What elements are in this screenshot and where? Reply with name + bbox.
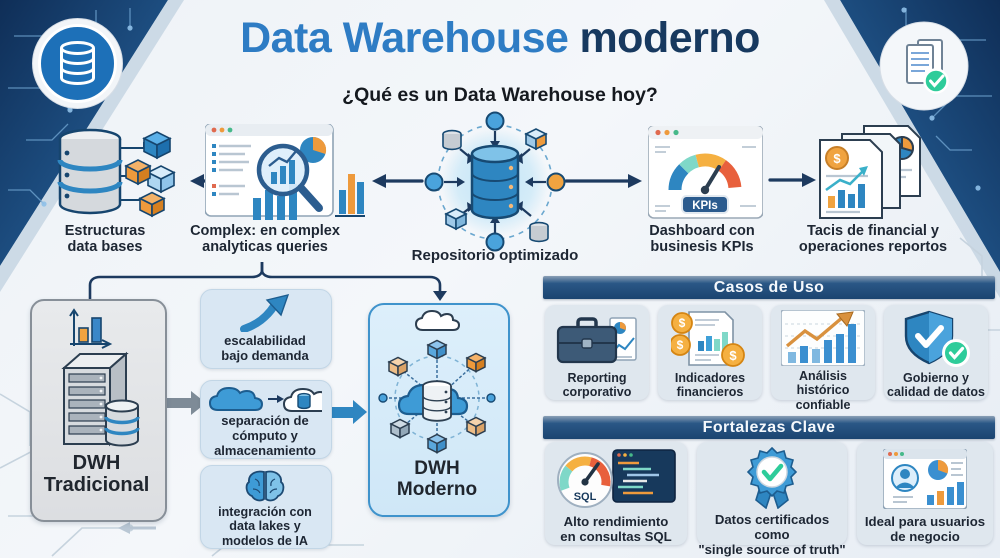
feature-separation-label: separación de cómputo y almacenamiento: [214, 413, 316, 458]
flow-repository-label: Repositorio optimizado: [411, 247, 579, 264]
certified-ribbon-icon: [746, 447, 798, 509]
ai-brain-icon: [245, 470, 285, 502]
decor-arrow-left: [118, 522, 156, 534]
strength-card-business: Ideal para usuarios de negocio: [857, 442, 993, 545]
feature-scalability-box: [200, 289, 332, 369]
optimized-repository-icon: [424, 111, 566, 252]
compute-storage-clouds-icon: [208, 386, 322, 412]
connector-bracket: [88, 262, 442, 299]
kpis-badge: KPIs: [692, 200, 718, 212]
shield-check-icon: [904, 310, 970, 367]
feature-integration-label: integración con data lakes y modelos de …: [218, 505, 312, 548]
strength-sql-label: Alto rendimiento en consultas SQL: [560, 514, 672, 545]
flow-dashboard-label: Dashboard con businesis KPIs: [649, 223, 755, 256]
kpi-dashboard-icon: KPIs: [648, 126, 763, 219]
reports-documents-icon: $: [819, 125, 921, 219]
use-case-indicators-label: Indicadores financieros: [674, 371, 746, 400]
use-case-card-indicators: $ $ $ Indicadores financieros: [658, 305, 762, 400]
title-primary: Data Warehouse: [240, 14, 569, 62]
flow-queries-label: Complex: en complex analyticas queries: [190, 223, 340, 256]
strength-card-certified: Datos certificados como "single source o…: [697, 442, 847, 557]
modern-cloud-network-icon: [378, 310, 496, 454]
business-users-icon: [883, 449, 967, 509]
database-structures-icon: [57, 128, 176, 218]
arrow-traditional-to-features: [164, 391, 206, 415]
sql-performance-icon: SQL: [557, 449, 676, 508]
dwh-traditional-label: DWH Tradicional: [43, 452, 150, 497]
document-check-badge-icon: [879, 21, 969, 111]
database-badge-icon: [32, 18, 123, 109]
subtitle: ¿Qué es un Data Warehouse hoy?: [342, 84, 658, 106]
use-case-card-history: Análisis histórico confiable: [771, 305, 875, 412]
title-secondary: moderno: [579, 14, 760, 62]
financial-indicators-icon: $ $ $: [671, 311, 745, 367]
strength-business-label: Ideal para usuarios de negocio: [864, 514, 986, 545]
dollar-glyph: $: [677, 338, 684, 352]
dwh-modern-label: DWH Moderno: [396, 458, 478, 501]
feature-scalability-label: escalabilidad bajo demanda: [221, 333, 309, 363]
use-case-reporting-label: Reporting corporativo: [562, 371, 632, 400]
use-case-governance-label: Gobierno y calidad de datos: [887, 371, 985, 400]
analytics-queries-icon: [205, 124, 365, 220]
flow-reports-label: Tacis de financial y operaciones reporto…: [798, 223, 948, 256]
strengths-header: Fortalezas Clave: [543, 416, 995, 439]
flow-source-label: Estructuras data bases: [64, 223, 146, 256]
strength-certified-label: Datos certificados como "single source o…: [698, 512, 846, 558]
use-cases-header: Casos de Uso: [543, 276, 995, 299]
scalability-arrow-icon: [240, 294, 290, 332]
dollar-glyph: $: [833, 151, 841, 166]
use-case-card-reporting: Reporting corporativo: [545, 305, 649, 400]
briefcase-icon: [556, 317, 637, 364]
traditional-server-icon: [61, 308, 140, 447]
dollar-glyph: $: [729, 348, 737, 363]
use-case-card-governance: Gobierno y calidad de datos: [884, 305, 988, 400]
strength-card-sql: SQL Alto rendimiento en consultas SQL: [545, 442, 687, 545]
use-case-history-label: Análisis histórico confiable: [795, 369, 851, 412]
arrow-features-to-modern: [331, 400, 367, 424]
sql-gauge-label: SQL: [574, 491, 597, 503]
historical-chart-icon: [781, 310, 865, 366]
dollar-glyph: $: [679, 316, 686, 330]
